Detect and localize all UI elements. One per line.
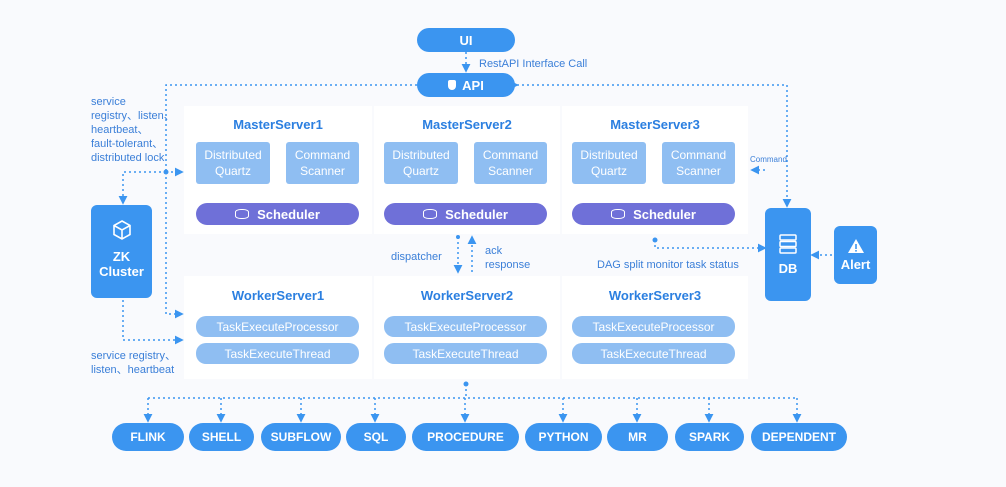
alert-label: Alert: [840, 257, 871, 272]
api-label: API: [462, 77, 484, 93]
scanner-line: Command: [670, 148, 727, 162]
scheduler-label: Scheduler: [633, 206, 696, 222]
task-execute-thread: TaskExecuteThread: [384, 343, 547, 364]
task-type-sql[interactable]: SQL: [346, 423, 406, 451]
worker-server-2-title: WorkerServer2: [420, 288, 514, 303]
scanner-line: Scanner: [676, 164, 721, 178]
scheduler-label: Scheduler: [445, 206, 508, 222]
task-execute-processor: TaskExecuteProcessor: [384, 316, 547, 337]
master-server-2-title: MasterServer2: [422, 117, 512, 132]
task-execute-processor: TaskExecuteProcessor: [196, 316, 359, 337]
registry-note: service registry、listen、 heartbeat、 faul…: [91, 95, 175, 165]
api-icon: [448, 80, 457, 90]
server-icon: [779, 234, 797, 254]
worker-note-line: listen、heartbeat: [91, 364, 175, 376]
task-type-procedure[interactable]: PROCEDURE: [412, 423, 519, 451]
ui-label: UI: [459, 32, 473, 48]
task-execute-processor: TaskExecuteProcessor: [572, 316, 735, 337]
zk-label-1: ZK: [112, 249, 131, 264]
api-node[interactable]: API: [417, 73, 515, 97]
dag-note: DAG split monitor task status: [597, 259, 739, 271]
alert-node[interactable]: Alert: [834, 226, 877, 284]
db-label: DB: [778, 261, 798, 276]
database-icon: [423, 209, 438, 219]
quartz-line: Distributed: [204, 148, 262, 162]
database-icon: [235, 209, 250, 219]
zk-label-2: Cluster: [99, 264, 144, 279]
worker-registry-note: service registry、 listen、heartbeat: [91, 349, 176, 377]
worker-server-3-title: WorkerServer3: [608, 288, 702, 303]
scheduler-bar[interactable]: Scheduler: [572, 203, 735, 225]
ack-line: response: [485, 259, 531, 271]
task-type-flink[interactable]: FLINK: [112, 423, 184, 451]
scanner-line: Scanner: [488, 164, 533, 178]
quartz-line: Distributed: [580, 148, 638, 162]
registry-note-line: registry、listen、: [91, 110, 175, 122]
task-type-shell[interactable]: SHELL: [189, 423, 254, 451]
ack-label: ack response: [485, 244, 530, 272]
quartz-line: Quartz: [402, 164, 439, 178]
scheduler-bar[interactable]: Scheduler: [384, 203, 547, 225]
scheduler-bar[interactable]: Scheduler: [196, 203, 359, 225]
task-type-subflow[interactable]: SUBFLOW: [261, 423, 341, 451]
quartz-line: Quartz: [214, 164, 251, 178]
task-type-python[interactable]: PYTHON: [525, 423, 602, 451]
cube-icon: [112, 220, 131, 240]
task-execute-thread: TaskExecuteThread: [572, 343, 735, 364]
dispatcher-label: dispatcher: [391, 251, 442, 263]
zk-cluster-node[interactable]: ZK Cluster: [91, 205, 152, 298]
scanner-line: Scanner: [300, 164, 345, 178]
command-note: Command: [750, 155, 787, 164]
ui-node[interactable]: UI: [417, 28, 515, 52]
task-type-mr[interactable]: MR: [607, 423, 668, 451]
master-server-3-title: MasterServer3: [610, 117, 700, 132]
warning-icon: [847, 239, 864, 253]
task-execute-thread: TaskExecuteThread: [196, 343, 359, 364]
task-type-dependent[interactable]: DEPENDENT: [751, 423, 847, 451]
registry-note-line: distributed lock: [91, 152, 165, 164]
quartz-line: Quartz: [590, 164, 627, 178]
db-node[interactable]: DB: [765, 208, 811, 301]
quartz-line: Distributed: [392, 148, 450, 162]
master-server-1-title: MasterServer1: [233, 117, 323, 132]
worker-server-1-title: WorkerServer1: [231, 288, 325, 303]
worker-note-line: service registry、: [91, 350, 176, 362]
scanner-line: Command: [482, 148, 539, 162]
database-icon: [611, 209, 626, 219]
scanner-line: Command: [294, 148, 351, 162]
registry-note-line: service: [91, 96, 126, 108]
registry-note-line: fault-tolerant、: [91, 138, 164, 150]
registry-note-line: heartbeat、: [91, 124, 149, 136]
ack-line: ack: [485, 245, 503, 257]
restapi-label: RestAPI Interface Call: [479, 58, 588, 70]
scheduler-label: Scheduler: [257, 206, 320, 222]
task-type-spark[interactable]: SPARK: [675, 423, 744, 451]
